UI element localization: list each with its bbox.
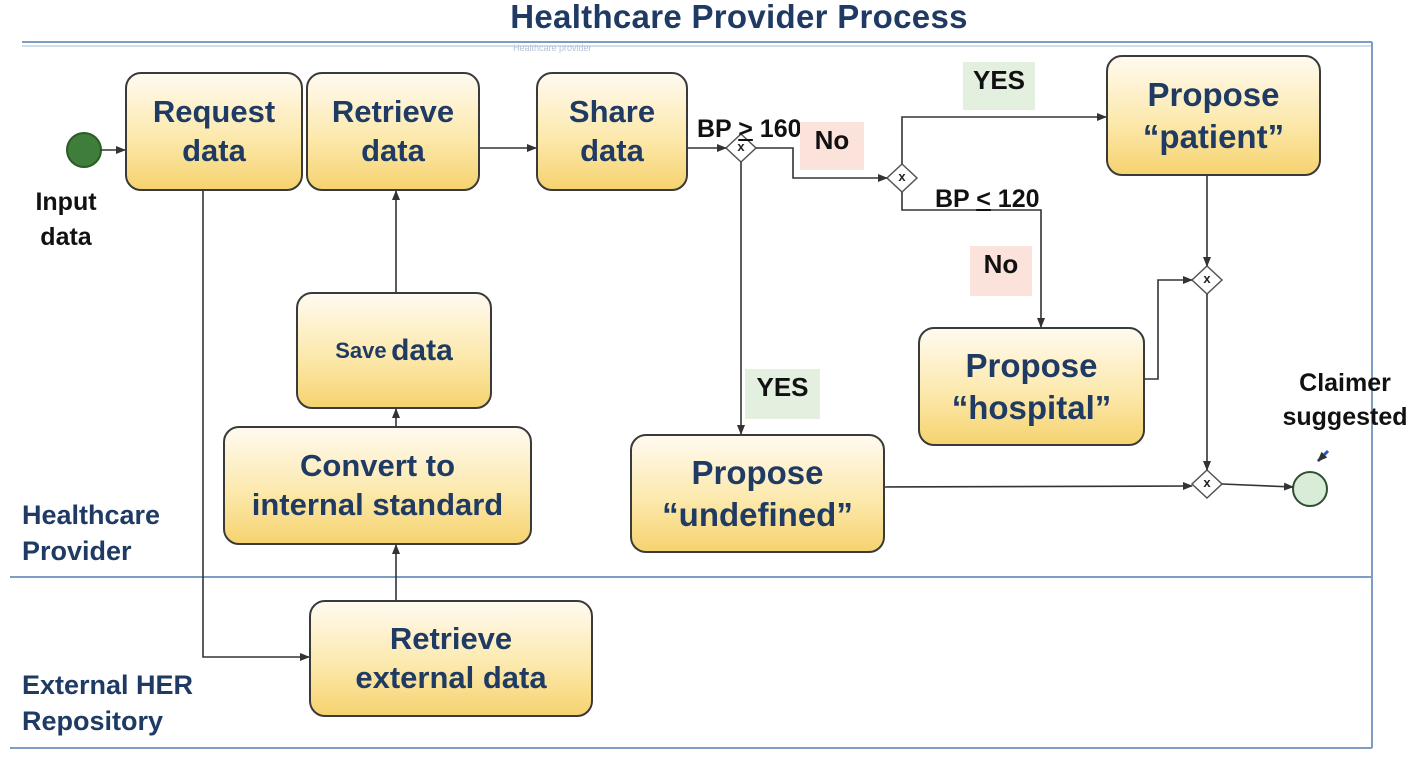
flow-label-no-mid: No: [970, 246, 1032, 296]
gateway-bp-high-symbol: x: [737, 139, 745, 154]
condition-bp-high-prefix: BP: [697, 115, 739, 143]
flow-low-no-hospital: [901, 192, 1045, 328]
flow-gateway-no: [756, 147, 888, 182]
flow-label-yes-mid: YES: [745, 369, 820, 419]
gateway-bp-low-symbol: x: [898, 169, 906, 184]
end-event-circle: [1292, 471, 1328, 507]
lane-label-provider: Healthcare Provider: [22, 500, 161, 566]
condition-bp-high-value: 160: [752, 115, 802, 143]
gateway-merge-top-symbol: x: [1203, 271, 1211, 286]
condition-bp-low-value: 120: [990, 185, 1040, 213]
flow-low-yes-patient: [901, 113, 1107, 164]
flow-hospital-to-merge: [1145, 276, 1193, 380]
task-retrieve-external: Retrieve external data: [309, 600, 593, 717]
flow-label-yes-top: YES: [963, 62, 1035, 110]
condition-bp-low: BP < 120: [935, 156, 1040, 214]
task-convert-internal: Convert to internal standard: [223, 426, 532, 545]
start-event-label: Input data: [35, 188, 97, 251]
lane-label-external: External HER Repository: [22, 670, 194, 736]
end-event-pointer: [1316, 449, 1330, 463]
task-share-data: Share data: [536, 72, 688, 191]
gateway-merge-bottom: [1190, 468, 1224, 500]
condition-bp-high: BP > 160: [697, 86, 802, 144]
task-propose-hospital: Propose “hospital”: [918, 327, 1145, 446]
save-data-label-small: Save: [335, 337, 387, 363]
task-propose-undefined: Propose “undefined”: [630, 434, 885, 553]
diagram-title: Healthcare Provider Process: [510, 0, 968, 35]
flow-label-no-top: No: [800, 122, 864, 170]
condition-bp-low-operator: <: [976, 185, 991, 213]
flow-request-to-retrieve-external: [202, 191, 310, 661]
task-save-data: Save data: [296, 292, 492, 409]
condition-bp-low-prefix: BP: [935, 185, 977, 213]
lane-caption: Healthcare provider: [513, 43, 592, 53]
task-retrieve-data: Retrieve data: [306, 72, 480, 191]
task-propose-patient: Propose “patient”: [1106, 55, 1321, 176]
gateway-merge-bottom-symbol: x: [1203, 475, 1211, 490]
condition-bp-high-operator: >: [738, 115, 753, 143]
start-event-circle: [66, 132, 102, 168]
save-data-label-large: data: [391, 333, 453, 367]
end-event-label: Claimer suggested: [1282, 369, 1408, 431]
task-request-data: Request data: [125, 72, 303, 191]
flow-merge-to-end: [1221, 482, 1294, 491]
flow-undefined-to-merge: [884, 482, 1193, 491]
